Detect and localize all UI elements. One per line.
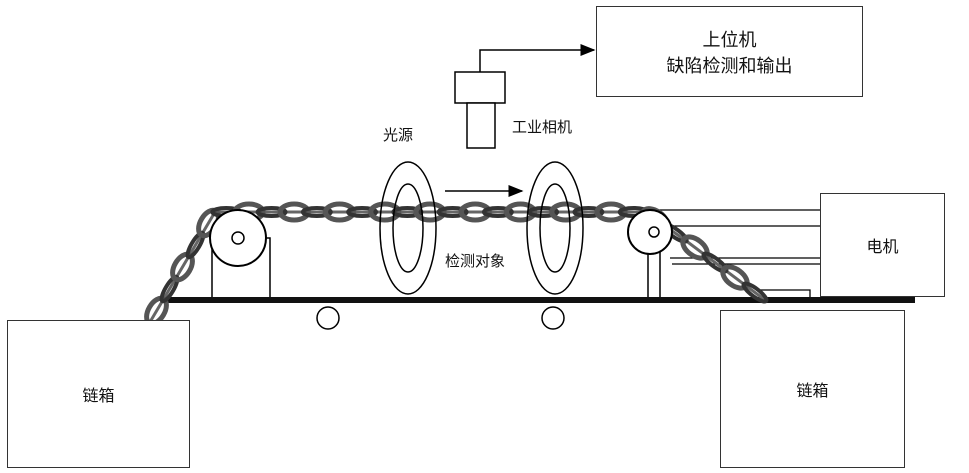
right-chain-box-label: 链箱: [796, 377, 828, 401]
motor-label: 电机: [866, 233, 898, 257]
camera-icon: [455, 72, 505, 148]
inspection-object-label: 检测对象: [445, 250, 505, 271]
right-pulley: [628, 210, 672, 254]
host-computer-box: 上位机 缺陷检测和输出: [596, 6, 863, 97]
camera-label: 工业相机: [512, 116, 572, 137]
left-pulley: [210, 210, 266, 266]
left-chain-box-label: 链箱: [82, 382, 114, 406]
host-subtitle: 缺陷检测和输出: [667, 52, 793, 78]
support-wheel: [317, 307, 339, 329]
light-ring-icon: [380, 162, 583, 294]
host-title: 上位机: [703, 26, 757, 52]
left-chain-box: 链箱: [7, 320, 190, 468]
right-chain-box: 链箱: [720, 310, 905, 468]
camera-signal-line: [480, 50, 594, 72]
conveyor-base: [165, 297, 915, 303]
support-wheel: [542, 307, 564, 329]
motor-box: 电机: [820, 193, 945, 297]
light-source-label: 光源: [383, 124, 413, 145]
